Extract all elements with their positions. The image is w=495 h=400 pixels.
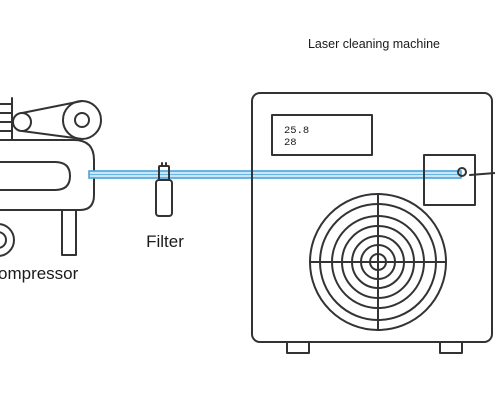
air-inlet-port: [457, 167, 467, 177]
air-compressor: [0, 97, 102, 257]
display-value-1: 25.8: [284, 125, 309, 137]
machine-title: Laser cleaning machine: [308, 37, 440, 51]
laser-cleaning-machine: 25.8 28: [251, 92, 495, 354]
filter-label: Filter: [146, 232, 184, 251]
display-screen: [271, 114, 373, 156]
compressor-label: ompressor: [0, 264, 79, 283]
cooling-fan: [309, 193, 447, 331]
air-line: [88, 170, 462, 179]
air-inlet-panel: [423, 154, 476, 206]
filter: [155, 162, 173, 217]
display-value-2: 28: [284, 137, 297, 149]
